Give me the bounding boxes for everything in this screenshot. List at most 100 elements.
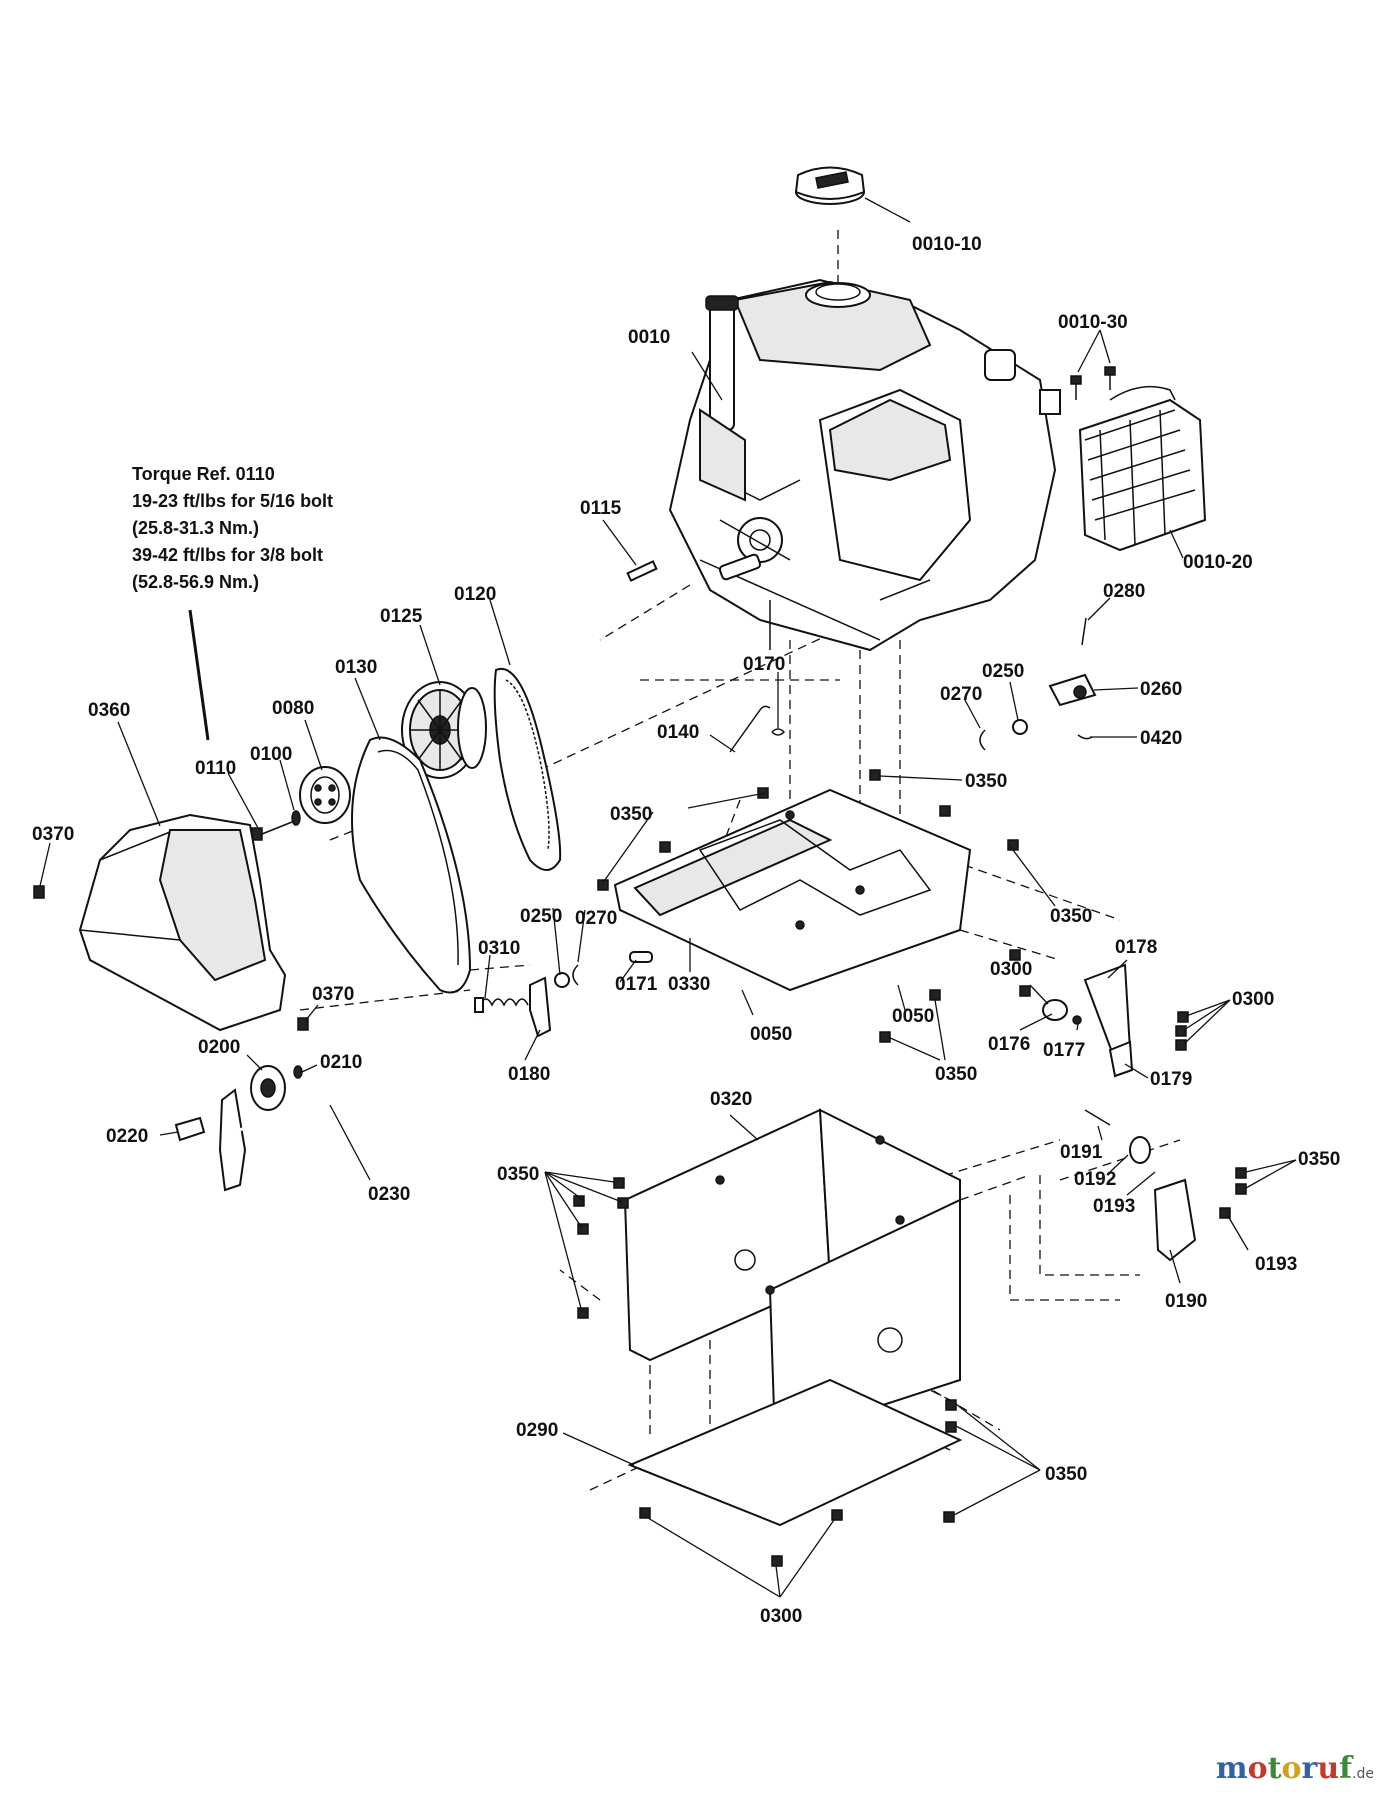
label-0370-right: 0370 — [312, 984, 354, 1005]
label-0350-top-right: 0350 — [965, 771, 1007, 792]
torque-note-line-3: (25.8-31.3 Nm.) — [132, 518, 259, 538]
plate-0290 — [627, 1378, 963, 1527]
bracket-0190 — [1153, 1178, 1197, 1262]
label-0200: 0200 — [198, 1037, 240, 1058]
label-0192: 0192 — [1074, 1169, 1116, 1190]
label-0280: 0280 — [1103, 581, 1145, 602]
label-0080: 0080 — [272, 698, 314, 719]
bolt-0370-right — [297, 1017, 309, 1031]
engine-0010 — [668, 278, 1061, 652]
key-0115 — [626, 560, 658, 582]
fuel-cap-0010-10 — [794, 166, 866, 205]
label-0190: 0190 — [1165, 1291, 1207, 1312]
bracket-0179 — [1108, 1040, 1134, 1078]
label-0270-left: 0270 — [575, 908, 617, 929]
leader-lines — [39, 197, 1297, 1598]
label-0260: 0260 — [1140, 679, 1182, 700]
label-0110: 0110 — [195, 758, 236, 779]
label-0130: 0130 — [335, 657, 377, 678]
pulley-0125 — [401, 681, 487, 779]
torque-note-line-1: Torque Ref. 0110 — [132, 464, 275, 484]
label-0120: 0120 — [454, 584, 496, 605]
link-0170 — [771, 728, 786, 736]
frame-plate-0330 — [613, 788, 972, 992]
label-0170: 0170 — [743, 654, 785, 675]
label-0010-10: 0010-10 — [912, 234, 982, 255]
label-0420: 0420 — [1140, 728, 1182, 749]
label-0050-left: 0050 — [750, 1024, 792, 1045]
pin-0280 — [1081, 617, 1087, 646]
bolt-0191 — [1084, 1109, 1111, 1126]
label-0360: 0360 — [88, 700, 130, 721]
label-0010: 0010 — [628, 327, 670, 348]
bolt-0110 — [251, 821, 293, 841]
nut-0177 — [1072, 1015, 1082, 1025]
bracket-0180 — [529, 976, 552, 1038]
label-0115: 0115 — [580, 498, 622, 519]
label-0320: 0320 — [710, 1089, 752, 1110]
label-0350-lower-mid: 0350 — [935, 1064, 977, 1085]
v-belt-0130 — [351, 736, 472, 994]
label-0270-right: 0270 — [940, 684, 982, 705]
label-0100: 0100 — [250, 744, 292, 765]
pin-0270-left — [572, 964, 579, 986]
label-0300-right-mid: 0300 — [1232, 989, 1274, 1010]
washer-0250-left — [554, 972, 570, 988]
washer-0250-right — [1012, 719, 1028, 735]
motoruf-watermark-logo: motoruf.de — [1215, 1751, 1374, 1786]
washer-0100 — [291, 810, 301, 826]
label-0350-mid-right: 0350 — [1050, 906, 1092, 927]
torque-note-line-4: 39-42 ft/lbs for 3/8 bolt — [132, 545, 323, 565]
label-0300-bottom: 0300 — [760, 1606, 802, 1627]
label-0010-30: 0010-30 — [1058, 312, 1128, 333]
label-0350-top-left: 0350 — [610, 804, 652, 825]
label-0300-left-mid: 0300 — [990, 959, 1032, 980]
rod-0140 — [729, 705, 771, 753]
label-0370-left: 0370 — [32, 824, 74, 845]
pin-0171 — [629, 951, 653, 963]
label-0220: 0220 — [106, 1126, 148, 1147]
cotter-0420 — [1077, 734, 1093, 740]
bushing-0192 — [1129, 1136, 1151, 1164]
label-0140: 0140 — [657, 722, 699, 743]
bracket-0260 — [1048, 673, 1097, 707]
muffler-0010-20 — [1078, 385, 1207, 552]
label-0193-right: 0193 — [1255, 1254, 1297, 1275]
part-labels: 0010-10 0010 0010-30 0010-20 0115 0120 0… — [32, 234, 1340, 1627]
label-0250-right: 0250 — [982, 661, 1024, 682]
belt-cover-0360 — [78, 813, 287, 1032]
torque-note-line-2: 19-23 ft/lbs for 5/16 bolt — [132, 491, 333, 511]
timing-belt-0120 — [493, 667, 562, 871]
idler-arm-0230 — [218, 1018, 481, 1192]
label-0290: 0290 — [516, 1420, 558, 1441]
label-0050-right: 0050 — [892, 1006, 934, 1027]
label-0350-lower-left: 0350 — [497, 1164, 539, 1185]
spring-0310 — [474, 997, 529, 1013]
label-0230: 0230 — [368, 1184, 410, 1205]
washer-0210 — [293, 1065, 303, 1079]
label-0171: 0171 — [615, 974, 658, 995]
pin-0220 — [174, 1116, 206, 1142]
label-0179: 0179 — [1150, 1069, 1192, 1090]
idler-pulley-0200 — [250, 1065, 286, 1111]
frame-0320 — [623, 1108, 961, 1442]
torque-note-pointer — [188, 609, 210, 741]
label-0180: 0180 — [508, 1064, 550, 1085]
torque-note-line-5: (52.8-56.9 Nm.) — [132, 572, 259, 592]
label-0350-bottom: 0350 — [1045, 1464, 1087, 1485]
bolts-0010-30 — [1070, 366, 1116, 400]
label-0193-left: 0193 — [1093, 1196, 1135, 1217]
label-0191: 0191 — [1060, 1142, 1103, 1163]
label-0010-20: 0010-20 — [1183, 552, 1253, 573]
label-0177: 0177 — [1043, 1040, 1085, 1061]
torque-note: Torque Ref. 0110 19-23 ft/lbs for 5/16 b… — [132, 464, 333, 741]
label-0210: 0210 — [320, 1052, 362, 1073]
bolt-0370-left — [33, 885, 45, 899]
label-0178: 0178 — [1115, 937, 1157, 958]
label-0125: 0125 — [380, 606, 423, 627]
label-0176: 0176 — [988, 1034, 1030, 1055]
label-0350-lower-right: 0350 — [1298, 1149, 1340, 1170]
label-0310: 0310 — [478, 938, 520, 959]
